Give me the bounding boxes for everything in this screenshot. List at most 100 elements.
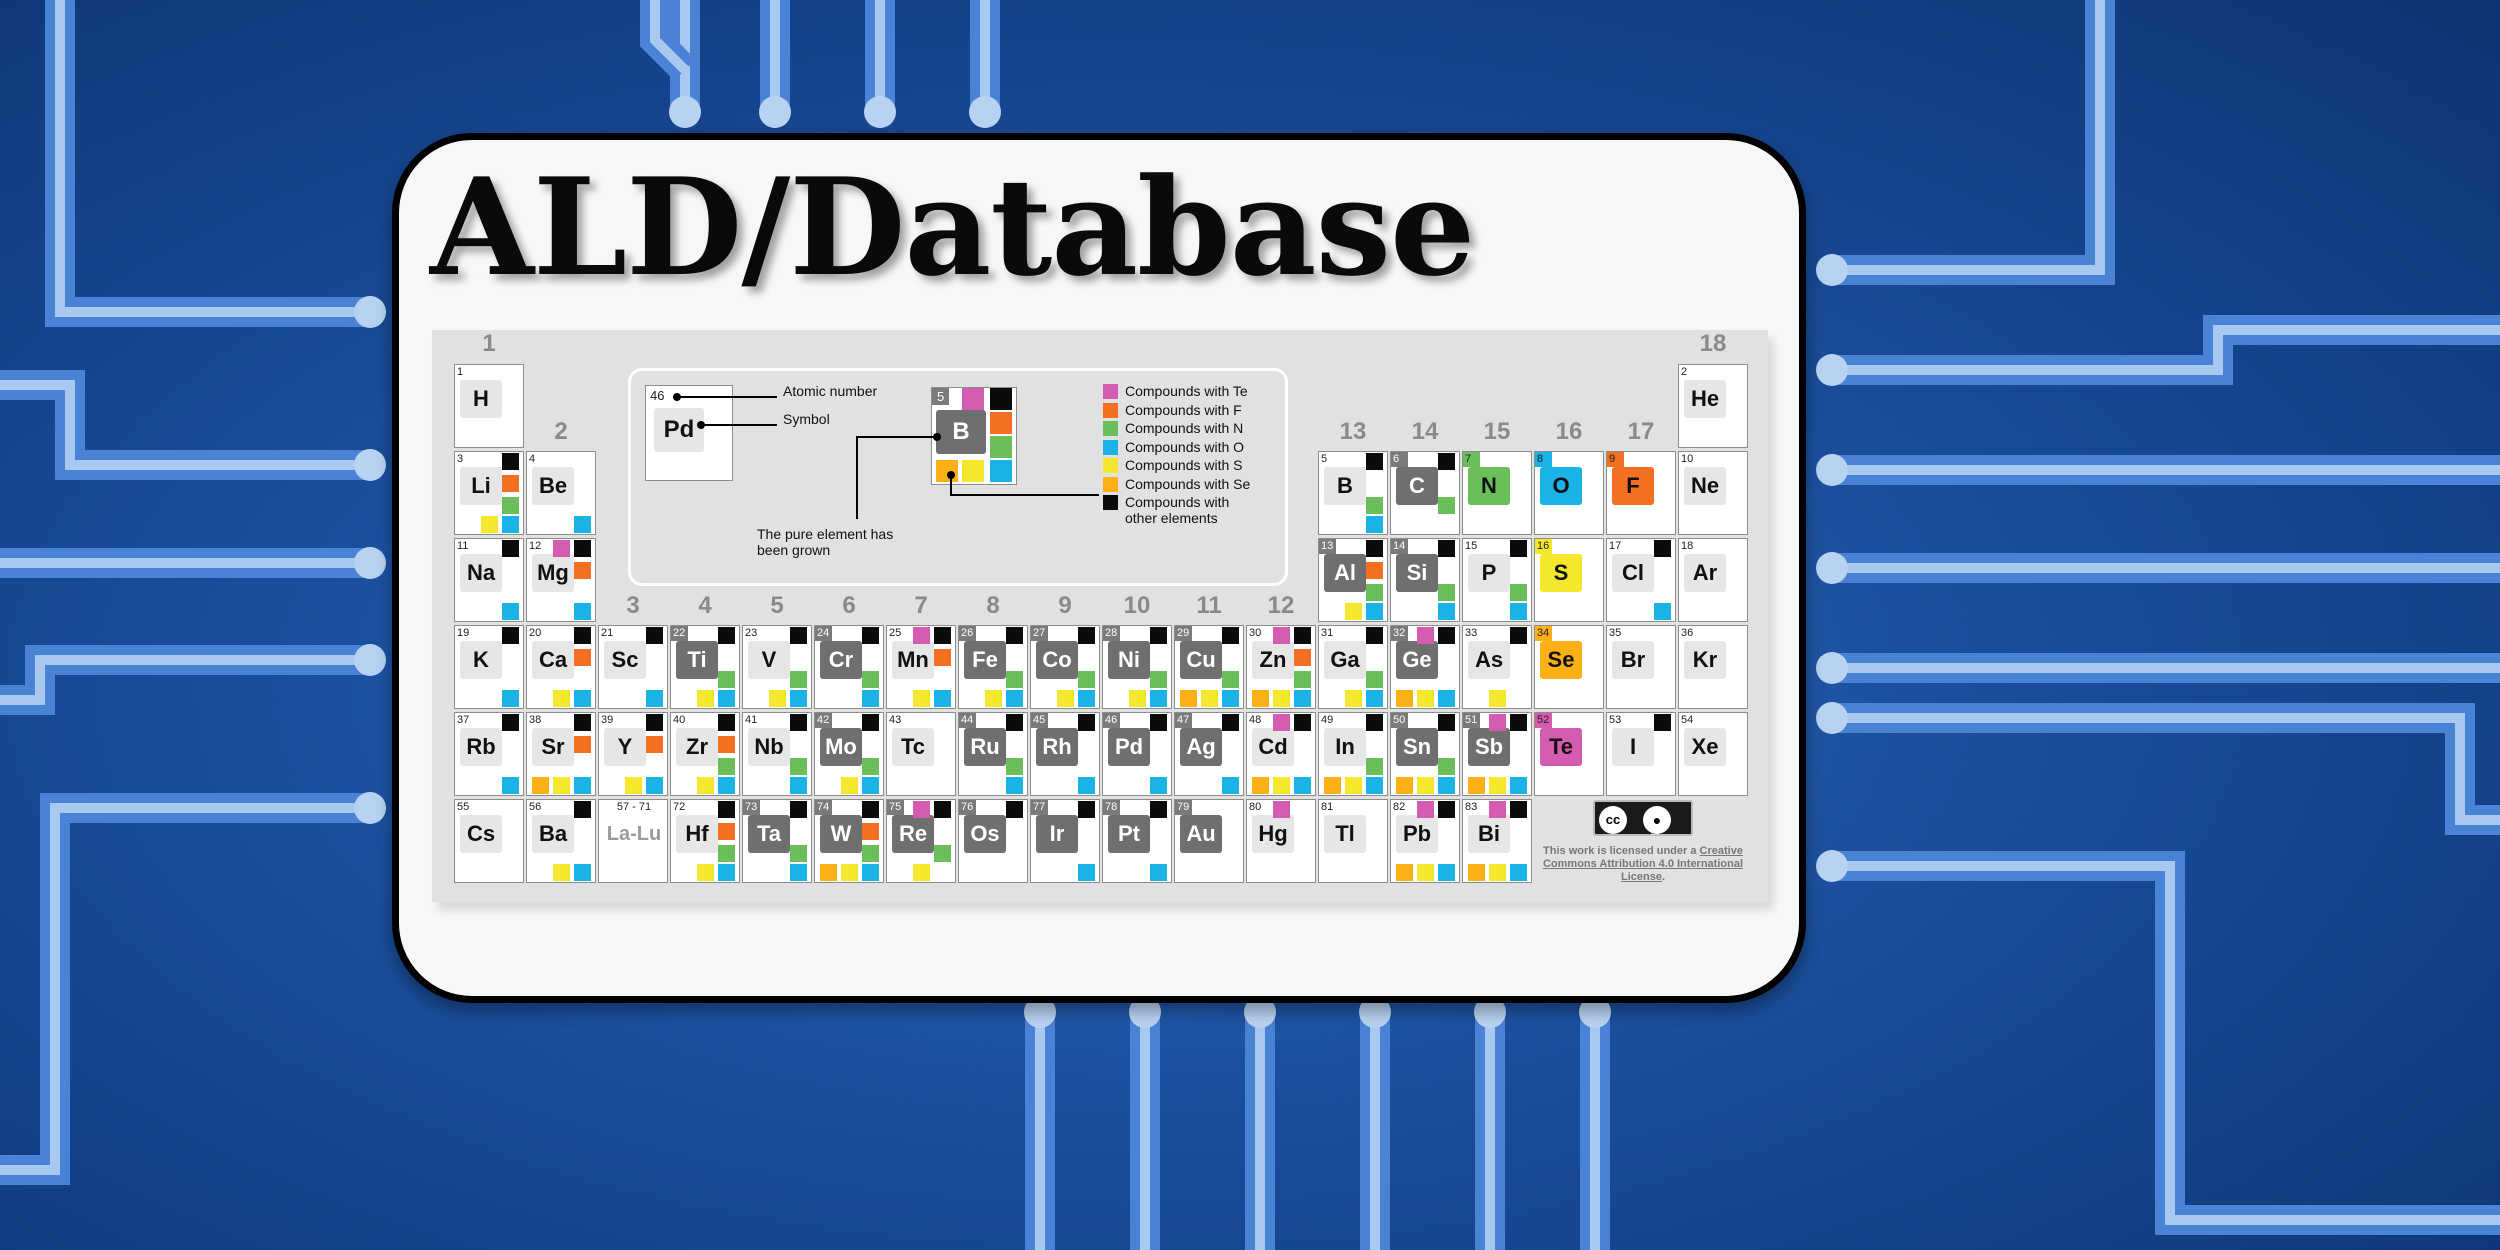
- atomic-number: 41: [745, 714, 758, 726]
- license-suffix: .: [1661, 871, 1666, 883]
- group-label-4: 4: [698, 592, 712, 619]
- compound-n-square: [1438, 758, 1455, 775]
- cc-by-badge[interactable]: cc ● BY: [1593, 800, 1693, 837]
- compound-n-square: [862, 671, 879, 688]
- group-label-3: 3: [626, 592, 640, 619]
- compound-other-square: [1366, 714, 1383, 731]
- compound-other-square: [1654, 714, 1671, 731]
- compound-other-square: [1510, 627, 1527, 644]
- license-link[interactable]: Creative Commons Attribution 4.0 Interna…: [1542, 845, 1744, 883]
- element-symbol: Nb: [748, 728, 790, 766]
- compound-other-square: [1078, 627, 1095, 644]
- atomic-number: 45: [1031, 713, 1048, 728]
- compound-other-square: [862, 801, 879, 818]
- element-symbol: Se: [1540, 641, 1582, 679]
- circuit-node: [354, 644, 386, 676]
- compound-se-square: [1396, 690, 1413, 707]
- compound-s-square: [769, 690, 786, 707]
- compound-o-square: [574, 690, 591, 707]
- compound-other-square: [790, 714, 807, 731]
- compound-te-square: [1417, 627, 1434, 644]
- atomic-number: 6: [1391, 452, 1408, 467]
- circuit-node: [759, 96, 791, 128]
- compound-other-square: [1366, 627, 1383, 644]
- element-symbol: Cl: [1612, 554, 1654, 592]
- atomic-number: 55: [457, 801, 470, 813]
- compound-other-square: [1510, 801, 1527, 818]
- element-symbol: I: [1612, 728, 1654, 766]
- compound-o-square: [1294, 777, 1311, 794]
- compound-o-square: [1510, 864, 1527, 881]
